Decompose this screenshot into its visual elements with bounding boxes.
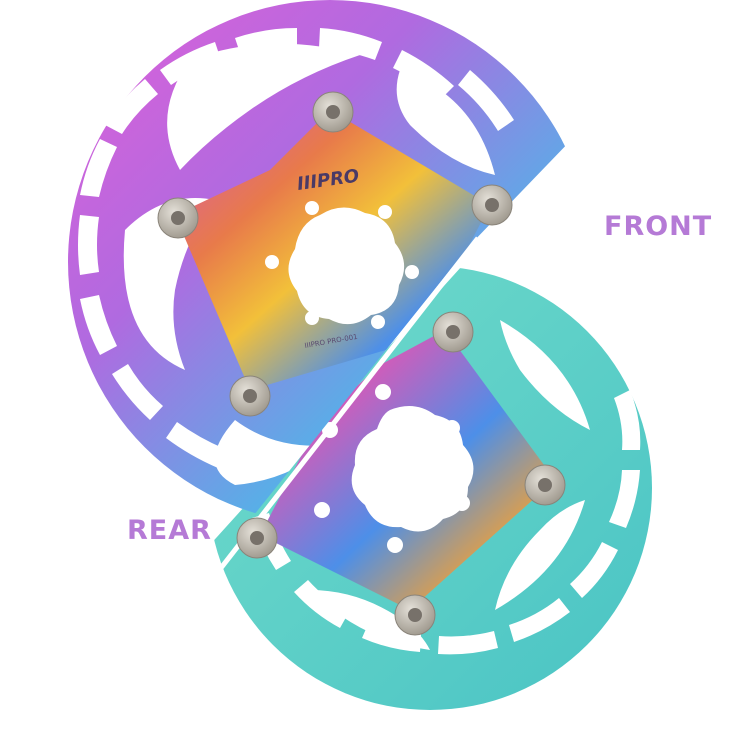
rivet xyxy=(312,91,354,133)
rivet xyxy=(524,464,566,506)
rear-hub-opening xyxy=(351,406,474,532)
rear-label: REAR xyxy=(127,515,212,546)
front-label: FRONT xyxy=(604,211,713,242)
rivets xyxy=(157,91,566,636)
rivet xyxy=(394,594,436,636)
rear-inner-windows xyxy=(310,320,590,650)
rivet xyxy=(432,311,474,353)
front-cooling-slots xyxy=(78,28,514,468)
rivet xyxy=(471,184,513,226)
rear-bolt-holes xyxy=(314,384,470,553)
front-hub-opening xyxy=(288,207,405,325)
front-bolt-holes xyxy=(265,201,419,329)
front-inner-windows xyxy=(123,43,495,485)
rivet xyxy=(229,375,271,417)
rivet xyxy=(236,517,278,559)
rivet xyxy=(157,197,199,239)
